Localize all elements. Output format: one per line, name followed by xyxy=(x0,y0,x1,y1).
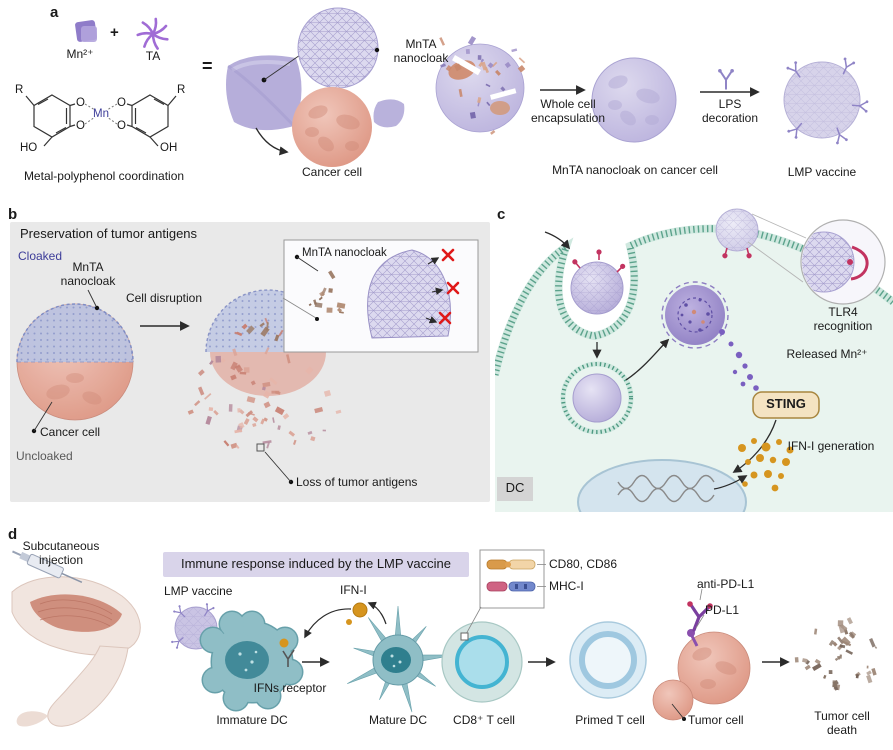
membrane-sheet xyxy=(226,43,317,131)
lmp-vaccine-sphere xyxy=(783,56,870,146)
degraded-vaccine xyxy=(661,281,729,349)
label-mature-dc: Mature DC xyxy=(368,713,427,727)
label-tumor-cell-death: Tumor cell death xyxy=(814,709,870,737)
mn-ion-icon xyxy=(75,20,97,42)
mature-dc-cell xyxy=(347,605,456,713)
syringe-icon xyxy=(12,550,83,584)
chem-mn: Mn xyxy=(93,108,109,120)
chem-o-tl: O xyxy=(76,97,85,109)
label-lmp-vaccine-d: LMP vaccine xyxy=(164,584,233,598)
label-ifns-receptor: IFNs receptor xyxy=(253,681,327,695)
nucleus xyxy=(577,459,748,512)
coated-cancer-cell xyxy=(591,57,677,143)
ifn-dots xyxy=(738,438,794,492)
label-cd8-t-cell: CD8⁺ T cell xyxy=(453,713,515,727)
lps-icon xyxy=(717,68,735,90)
label-uncloaked: Uncloaked xyxy=(16,449,73,463)
tumor-debris xyxy=(794,617,878,691)
label-pd-l1: PD-L1 xyxy=(705,603,740,617)
chem-o-tr: O xyxy=(117,97,126,109)
cancer-cell-sphere xyxy=(255,87,372,167)
red-x-icon xyxy=(438,248,460,325)
sting-arrow xyxy=(732,419,777,473)
label-mnta-on-cancer-cell: MnTA nanocloak on cancer cell xyxy=(552,163,718,177)
cloaked-cell xyxy=(16,289,134,434)
label-ifn-i: IFN-I xyxy=(340,583,367,597)
sting-badge xyxy=(752,391,820,419)
tumor-cells xyxy=(652,588,751,721)
panel-c-label: c xyxy=(497,206,506,223)
label-cd80-cd86: CD80, CD86 xyxy=(549,557,618,571)
panel-d-label: d xyxy=(8,526,18,543)
escape-arrow xyxy=(625,338,670,381)
dc-cell xyxy=(495,208,893,512)
label-loss-of-antigens: Loss of tumor antigens xyxy=(296,475,418,489)
inset-box xyxy=(282,239,479,353)
label-lps-decoration: LPS decoration xyxy=(701,97,759,125)
tlr4-receptor-icon xyxy=(850,245,869,281)
label-cancer-cell-a: Cancer cell xyxy=(301,165,363,179)
label-primed-t-cell: Primed T cell xyxy=(575,713,645,727)
label-tlr4-recognition: TLR4 recognition xyxy=(813,305,873,333)
chem-r-right: R xyxy=(177,84,186,96)
mn-ion-label: Mn²⁺ xyxy=(66,47,94,61)
label-immature-dc: Immature DC xyxy=(216,713,288,727)
label-released-mn: Released Mn²⁺ xyxy=(786,347,868,361)
equals-sign: = xyxy=(202,56,213,76)
label-tumor-cell: Tumor cell xyxy=(688,713,744,727)
label-subcutaneous-injection: Subcutaneous injection xyxy=(22,539,100,567)
panel-b-title: Preservation of tumor antigens xyxy=(20,226,198,241)
tlr4-zoom xyxy=(800,219,886,305)
ta-label: TA xyxy=(145,49,161,63)
label-dc: DC xyxy=(505,480,525,495)
label-mhc-i: MHC-I xyxy=(549,579,584,593)
chem-o-br: O xyxy=(117,120,126,132)
label-lmp-vaccine-a: LMP vaccine xyxy=(787,165,857,179)
label-cancer-cell-b: Cancer cell xyxy=(40,425,101,439)
receptor-inset xyxy=(460,549,546,641)
immature-dc-cell xyxy=(199,610,304,712)
ifn-dot-bound xyxy=(279,638,289,648)
chem-structure xyxy=(25,94,177,147)
anti-pd-l1-antibody-icon xyxy=(687,601,713,632)
dc-badge-box xyxy=(497,477,533,501)
outside-vaccine-sphere xyxy=(715,208,759,260)
chem-ho: HO xyxy=(20,142,38,154)
ta-icon xyxy=(136,17,169,50)
label-cloaked: Cloaked xyxy=(18,249,63,263)
plus-sign: + xyxy=(110,24,119,41)
panel-b-label: b xyxy=(8,206,18,223)
mnta-nanocloak-sphere xyxy=(297,7,380,89)
wrap-arrow xyxy=(255,127,289,156)
small-sheet xyxy=(373,99,405,128)
vesicle xyxy=(560,361,634,435)
pocket-vaccine-sphere xyxy=(570,248,628,315)
entry-arrow xyxy=(544,231,571,250)
released-mn-dots xyxy=(719,329,759,391)
label-ifn-generation: IFN-I generation xyxy=(787,439,875,453)
chem-oh: OH xyxy=(160,142,178,154)
label-inset-mnta-nanocloak: MnTA nanocloak xyxy=(302,247,387,259)
label-sting: STING xyxy=(766,396,806,411)
chem-r-left: R xyxy=(15,84,24,96)
label-coordination: Metal-polyphenol coordination xyxy=(23,169,185,183)
ifn-secretion xyxy=(304,601,387,639)
ifns-receptor-icon xyxy=(282,649,295,667)
label-mnta-nanocloak-a: MnTA nanocloak xyxy=(393,37,449,65)
encapsulation-cell xyxy=(435,35,526,135)
panel-a-label: a xyxy=(50,4,59,21)
leg-illustration xyxy=(11,550,141,727)
primed-t-cell xyxy=(569,621,647,699)
cd8-t-cell xyxy=(441,621,523,703)
title-banner xyxy=(163,552,469,577)
chem-o-bl: O xyxy=(76,120,85,132)
label-anti-pd-l1: anti-PD-L1 xyxy=(697,577,755,591)
label-whole-cell-encapsulation: Whole cell encapsulation xyxy=(530,97,606,125)
label-cell-disruption: Cell disruption xyxy=(125,291,203,305)
label-mnta-nanocloak-b: MnTA nanocloak xyxy=(60,260,116,288)
dna-icon xyxy=(617,474,715,503)
label-immune-response-title: Immune response induced by the LMP vacci… xyxy=(180,556,452,571)
